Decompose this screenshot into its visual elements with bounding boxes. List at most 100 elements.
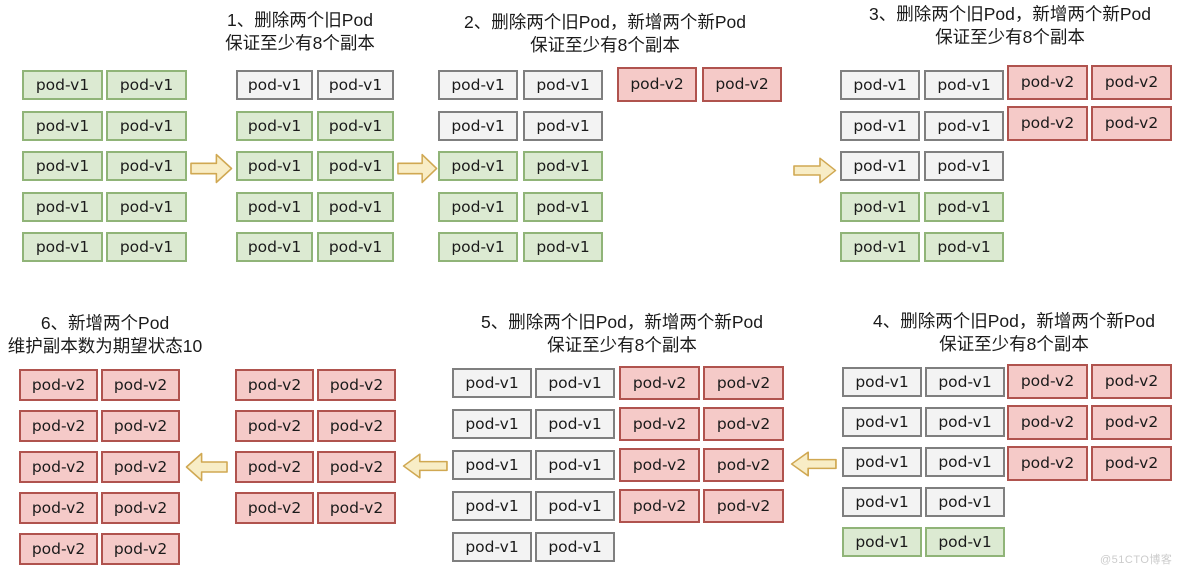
pod-v2-new-box: pod-v2 — [1007, 106, 1088, 141]
pod-v1-running-box: pod-v1 — [523, 232, 603, 262]
step-2-title: 2、删除两个旧Pod，新增两个新Pod 保证至少有8个副本 — [464, 11, 746, 57]
pod-v1-terminating-box: pod-v1 — [438, 110, 518, 141]
pod-v1-terminating-box: pod-v1 — [452, 368, 532, 398]
step-6-title-line-2: 维护副本数为期望状态10 — [7, 336, 203, 356]
pod-v2-new-box: pod-v2 — [1091, 446, 1172, 481]
step-2-title-line-2: 保证至少有8个副本 — [530, 35, 680, 55]
pod-v1-running-box: pod-v1 — [317, 151, 394, 181]
pod-v1-terminating-box: pod-v1 — [523, 110, 603, 141]
pod-v1-running-box: pod-v1 — [840, 191, 920, 222]
pod-v1-terminating-box: pod-v1 — [452, 532, 532, 562]
pod-v2-new-box: pod-v2 — [101, 451, 180, 483]
pod-v2-new-box: pod-v2 — [101, 533, 180, 565]
pod-v2-new-box: pod-v2 — [19, 451, 98, 483]
pod-v2-new-box: pod-v2 — [619, 366, 700, 400]
pod-v2-new-box: pod-v2 — [19, 533, 98, 565]
pod-v2-new-box: pod-v2 — [1007, 405, 1088, 440]
pod-v2-new-box: pod-v2 — [1091, 65, 1172, 100]
pod-v1-terminating-box: pod-v1 — [842, 367, 922, 397]
step-5-title-line-1: 5、删除两个旧Pod，新增两个新Pod — [480, 312, 764, 332]
pod-v1-terminating-box: pod-v1 — [535, 532, 615, 562]
pod-v1-terminating-box: pod-v1 — [236, 70, 313, 100]
pod-v2-new-box: pod-v2 — [1091, 364, 1172, 399]
pod-v1-running-box: pod-v1 — [840, 232, 920, 262]
pod-v1-running-box: pod-v1 — [236, 232, 313, 262]
pod-v1-terminating-box: pod-v1 — [535, 409, 615, 439]
pod-v1-running-box: pod-v1 — [106, 70, 187, 100]
step-1-title: 1、删除两个旧Pod 保证至少有8个副本 — [225, 9, 375, 55]
pod-v1-terminating-box: pod-v1 — [925, 447, 1005, 477]
pod-v1-running-box: pod-v1 — [438, 151, 518, 181]
pod-v1-terminating-box: pod-v1 — [925, 407, 1005, 437]
pod-v2-new-box: pod-v2 — [703, 366, 784, 400]
pod-v1-running-box: pod-v1 — [317, 232, 394, 262]
pod-v1-running-box: pod-v1 — [925, 527, 1005, 557]
pod-v1-running-box: pod-v1 — [438, 232, 518, 262]
pod-v1-terminating-box: pod-v1 — [452, 491, 532, 521]
pod-v2-new-box: pod-v2 — [619, 407, 700, 441]
pod-v2-new-box: pod-v2 — [317, 410, 396, 442]
pod-v1-terminating-box: pod-v1 — [925, 487, 1005, 517]
pod-v1-terminating-box: pod-v1 — [842, 447, 922, 477]
arrow-right-step1-to-step2-icon — [397, 153, 438, 184]
arrow-left-step4-to-step5-icon — [790, 451, 837, 477]
pod-v2-new-box: pod-v2 — [101, 492, 180, 524]
pod-v2-new-box: pod-v2 — [235, 451, 314, 483]
pod-v1-running-box: pod-v1 — [22, 191, 103, 222]
pod-v2-new-box: pod-v2 — [101, 410, 180, 442]
pod-v1-running-box: pod-v1 — [106, 232, 187, 262]
pod-v1-terminating-box: pod-v1 — [840, 70, 920, 100]
step-6-title: 6、新增两个Pod 维护副本数为期望状态10 — [8, 312, 202, 358]
pod-v1-running-box: pod-v1 — [317, 110, 394, 141]
pod-v1-terminating-box: pod-v1 — [840, 151, 920, 181]
pod-v1-terminating-box: pod-v1 — [535, 450, 615, 480]
pod-v1-terminating-box: pod-v1 — [842, 487, 922, 517]
pod-v1-running-box: pod-v1 — [106, 110, 187, 141]
pod-v2-new-box: pod-v2 — [317, 451, 396, 483]
arrow-left-after5-to-step6-icon — [185, 452, 228, 482]
pod-v2-new-box: pod-v2 — [619, 448, 700, 482]
pod-v2-new-box: pod-v2 — [19, 410, 98, 442]
pod-v1-terminating-box: pod-v1 — [523, 70, 603, 100]
pod-v1-running-box: pod-v1 — [523, 191, 603, 222]
step-3-title: 3、删除两个旧Pod，新增两个新Pod 保证至少有8个副本 — [869, 3, 1151, 49]
pod-v2-new-box: pod-v2 — [19, 492, 98, 524]
pod-v2-new-box: pod-v2 — [235, 369, 314, 401]
step-6-title-line-1: 6、新增两个Pod — [40, 313, 170, 333]
step-5-title-line-2: 保证至少有8个副本 — [547, 335, 697, 355]
step-1-title-line-1: 1、删除两个旧Pod — [227, 10, 373, 30]
arrow-left-step5-to-after5-icon — [402, 453, 448, 479]
pod-v2-new-box: pod-v2 — [235, 492, 314, 524]
pod-v1-running-box: pod-v1 — [236, 191, 313, 222]
pod-v2-new-box: pod-v2 — [1091, 405, 1172, 440]
pod-v1-terminating-box: pod-v1 — [535, 491, 615, 521]
pod-v2-new-box: pod-v2 — [619, 489, 700, 523]
pod-v1-running-box: pod-v1 — [236, 151, 313, 181]
pod-v2-new-box: pod-v2 — [617, 67, 697, 102]
pod-v2-new-box: pod-v2 — [317, 492, 396, 524]
pod-v1-running-box: pod-v1 — [438, 191, 518, 222]
step-3-title-line-2: 保证至少有8个副本 — [935, 27, 1085, 47]
pod-v1-running-box: pod-v1 — [842, 527, 922, 557]
pod-v1-terminating-box: pod-v1 — [438, 70, 518, 100]
pod-v2-new-box: pod-v2 — [703, 448, 784, 482]
pod-v2-new-box: pod-v2 — [1007, 65, 1088, 100]
pod-v1-running-box: pod-v1 — [924, 191, 1004, 222]
step-4-title-line-2: 保证至少有8个副本 — [939, 334, 1089, 354]
pod-v2-new-box: pod-v2 — [1091, 106, 1172, 141]
step-4-title: 4、删除两个旧Pod，新增两个新Pod 保证至少有8个副本 — [873, 310, 1155, 356]
arrow-right-step2-to-step3-icon — [793, 157, 837, 184]
pod-v1-terminating-box: pod-v1 — [924, 110, 1004, 141]
pod-v2-new-box: pod-v2 — [703, 407, 784, 441]
step-3-title-line-1: 3、删除两个旧Pod，新增两个新Pod — [868, 4, 1152, 24]
